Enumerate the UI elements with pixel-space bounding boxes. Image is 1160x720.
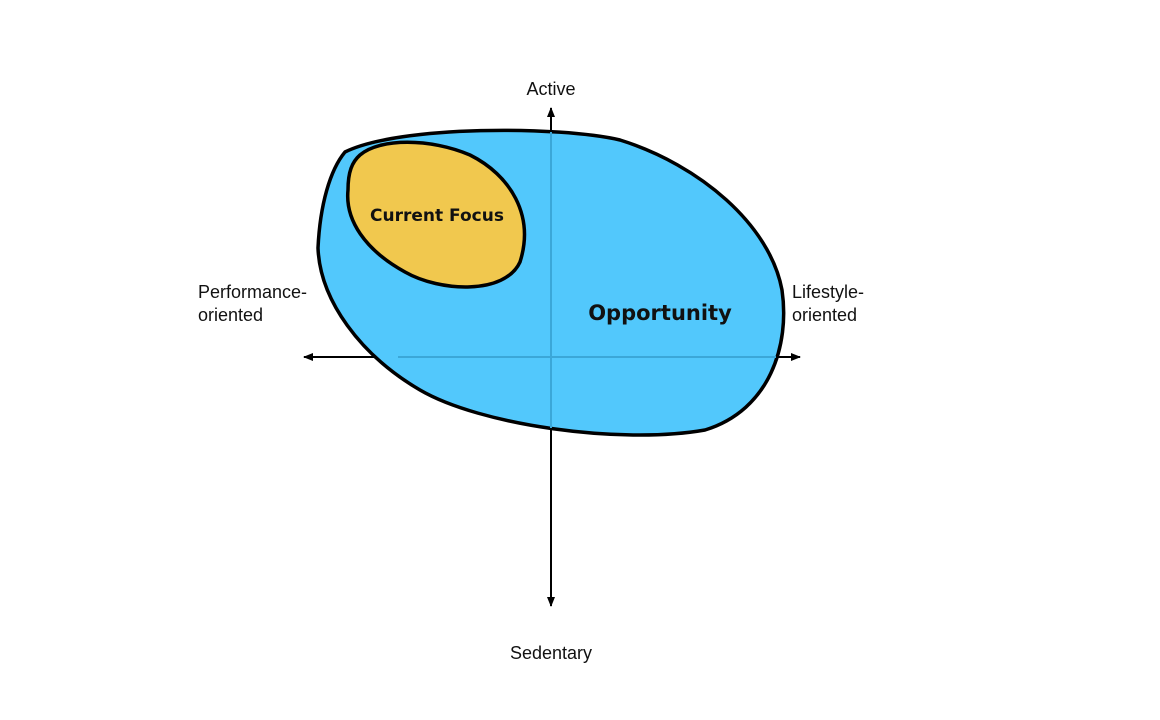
axis-label-sedentary: Sedentary <box>510 643 592 663</box>
axis-label-lifestyle-line2: oriented <box>792 305 857 325</box>
axis-label-performance-line2: oriented <box>198 305 263 325</box>
axis-label-performance-line1: Performance- <box>198 282 307 302</box>
axis-label-active: Active <box>526 79 575 99</box>
current-focus-region <box>346 140 527 289</box>
current-focus-label: Current Focus <box>370 206 504 226</box>
axis-label-lifestyle-line1: Lifestyle- <box>792 282 864 302</box>
opportunity-label: Opportunity <box>588 301 732 325</box>
